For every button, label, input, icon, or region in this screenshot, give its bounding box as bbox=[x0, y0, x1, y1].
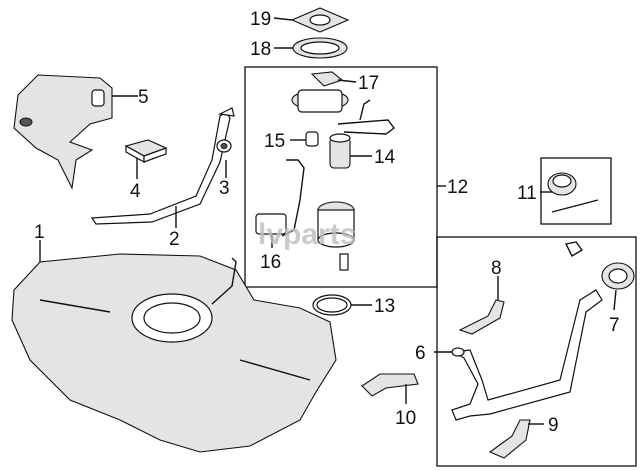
callout-4: 4 bbox=[130, 181, 141, 202]
filler-cap-box bbox=[540, 157, 612, 225]
callout-11: 11 bbox=[517, 183, 537, 204]
callout-17: 17 bbox=[358, 73, 379, 94]
callout-12: 12 bbox=[447, 177, 468, 198]
part-9-bracket-lower bbox=[488, 419, 531, 459]
part-7-filler-neck bbox=[564, 241, 635, 290]
part-15-valve bbox=[305, 131, 319, 147]
pump-filter-canister bbox=[317, 201, 355, 271]
part-13-o-ring bbox=[312, 294, 352, 316]
part-17-pump-module-top bbox=[291, 71, 395, 135]
callout-6: 6 bbox=[415, 343, 426, 364]
callout-8: 8 bbox=[491, 258, 502, 279]
part-11-filler-cap bbox=[547, 172, 599, 213]
part-16-sender-bracket bbox=[255, 159, 305, 237]
part-3-nut bbox=[216, 139, 232, 153]
callout-16: 16 bbox=[260, 252, 281, 273]
part-1-fuel-tank bbox=[11, 253, 337, 453]
part-5-heat-shield bbox=[13, 74, 113, 190]
callout-7: 7 bbox=[609, 315, 620, 336]
part-8-bracket bbox=[458, 299, 505, 335]
callout-18: 18 bbox=[250, 39, 271, 60]
callout-2: 2 bbox=[169, 229, 180, 250]
fuel-pump-module-box bbox=[244, 66, 438, 288]
callout-5: 5 bbox=[138, 87, 149, 108]
callout-3: 3 bbox=[219, 178, 230, 199]
callout-1: 1 bbox=[34, 222, 45, 243]
watermark: lvparts bbox=[258, 218, 356, 251]
callout-9: 9 bbox=[548, 415, 559, 436]
callout-15: 15 bbox=[264, 131, 285, 152]
part-4-pad bbox=[124, 139, 168, 164]
callout-10: 10 bbox=[395, 408, 416, 429]
part-6-filler-pipe bbox=[451, 289, 603, 421]
callout-19: 19 bbox=[250, 9, 271, 30]
leader-lines bbox=[39, 17, 617, 425]
part-18-lock-ring bbox=[292, 37, 348, 59]
part-19-retainer-cap bbox=[290, 7, 350, 33]
part-2-tank-strap bbox=[90, 107, 235, 225]
callout-13: 13 bbox=[374, 296, 395, 317]
part-10-hose bbox=[361, 373, 419, 397]
part-14-fuel-pump bbox=[329, 133, 351, 169]
callout-14: 14 bbox=[374, 147, 396, 168]
